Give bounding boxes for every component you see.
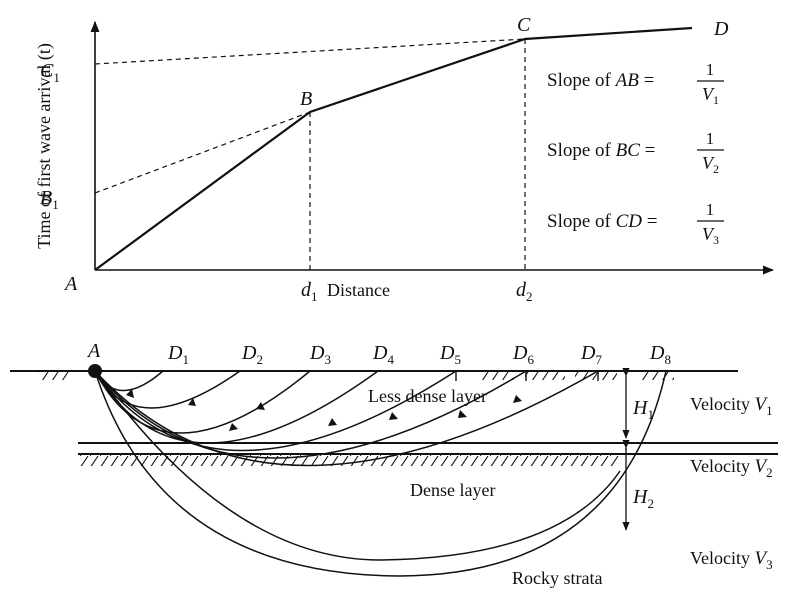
geophone-labels: D1 D2 D3 D4 D5 D6 D7 D8 <box>167 342 671 367</box>
slope-ab-annotation: Slope of AB = 1 V1 <box>547 60 724 107</box>
geophone-label: D3 <box>309 342 331 367</box>
layer-label-dense: Dense layer <box>410 480 495 500</box>
svg-text:1: 1 <box>706 129 715 148</box>
ray-path-d7 <box>94 370 599 467</box>
source-point <box>88 364 102 378</box>
geophone-label: D8 <box>649 342 671 367</box>
geophone-ticks <box>455 371 599 381</box>
svg-text:1: 1 <box>706 200 715 219</box>
source-label: A <box>86 340 101 362</box>
point-label-b: B <box>300 88 312 110</box>
intercept-line-b1 <box>94 111 311 194</box>
travel-time-graph: Time of first wave arrival (t) A B C D C… <box>34 14 775 304</box>
ray-path-d6 <box>94 370 527 459</box>
slope-bc-annotation: Slope of BC = 1 V2 <box>547 129 724 176</box>
x-tick-d1: d1 <box>301 279 318 304</box>
ray-arrows <box>126 389 522 431</box>
velocity-label-v1: Velocity V1 <box>690 394 773 418</box>
x-axis-label: Distance <box>327 280 390 300</box>
svg-text:V1: V1 <box>702 84 719 107</box>
ground-surface-hatching <box>38 371 674 380</box>
ray-path-deep <box>94 370 621 561</box>
point-label-c: C <box>517 14 531 36</box>
ray-path-d5 <box>94 370 457 452</box>
svg-text:V3: V3 <box>702 224 719 247</box>
geophone-label: D5 <box>439 342 461 367</box>
y-axis-label: Time of first wave arrival (t) <box>34 43 55 249</box>
geophone-label: D4 <box>372 342 394 367</box>
svg-text:Slope of CD =: Slope of CD = <box>547 211 657 232</box>
geophone-label: D6 <box>512 342 534 367</box>
svg-text:1: 1 <box>706 60 715 79</box>
rocky-strata-hatching <box>80 454 620 466</box>
geophone-label: D1 <box>167 342 189 367</box>
point-label-d: D <box>713 18 729 40</box>
svg-text:Slope of BC =: Slope of BC = <box>547 140 655 161</box>
x-tick-d2: d2 <box>516 279 533 304</box>
svg-text:H2: H2 <box>632 486 654 511</box>
svg-text:Slope of AB =: Slope of AB = <box>547 70 654 91</box>
layer-label-less-dense: Less dense layer <box>368 386 487 406</box>
velocity-label-v2: Velocity V2 <box>690 456 773 480</box>
ray-path-d8 <box>94 370 667 577</box>
svg-text:H1: H1 <box>632 397 654 422</box>
geophone-label: D2 <box>241 342 263 367</box>
ray-path-d3 <box>94 370 311 434</box>
thickness-h2-dimension: H2 <box>622 439 654 531</box>
intercept-label-c1: C1 <box>40 60 60 85</box>
travel-time-curve <box>94 26 693 271</box>
subsurface-section: A D1 D2 D3 D4 D5 D6 D7 D8 Less dense lay… <box>10 340 778 588</box>
slope-cd-annotation: Slope of CD = 1 V3 <box>547 200 724 247</box>
geophone-label: D7 <box>580 342 602 367</box>
thickness-h1-dimension: H1 <box>622 367 654 439</box>
svg-text:V2: V2 <box>702 153 719 176</box>
point-label-a: A <box>63 273 78 295</box>
velocity-label-v3: Velocity V3 <box>690 548 773 572</box>
ray-paths <box>94 370 667 577</box>
intercept-label-b1: B1 <box>40 187 59 212</box>
layer-label-rocky: Rocky strata <box>512 568 602 588</box>
